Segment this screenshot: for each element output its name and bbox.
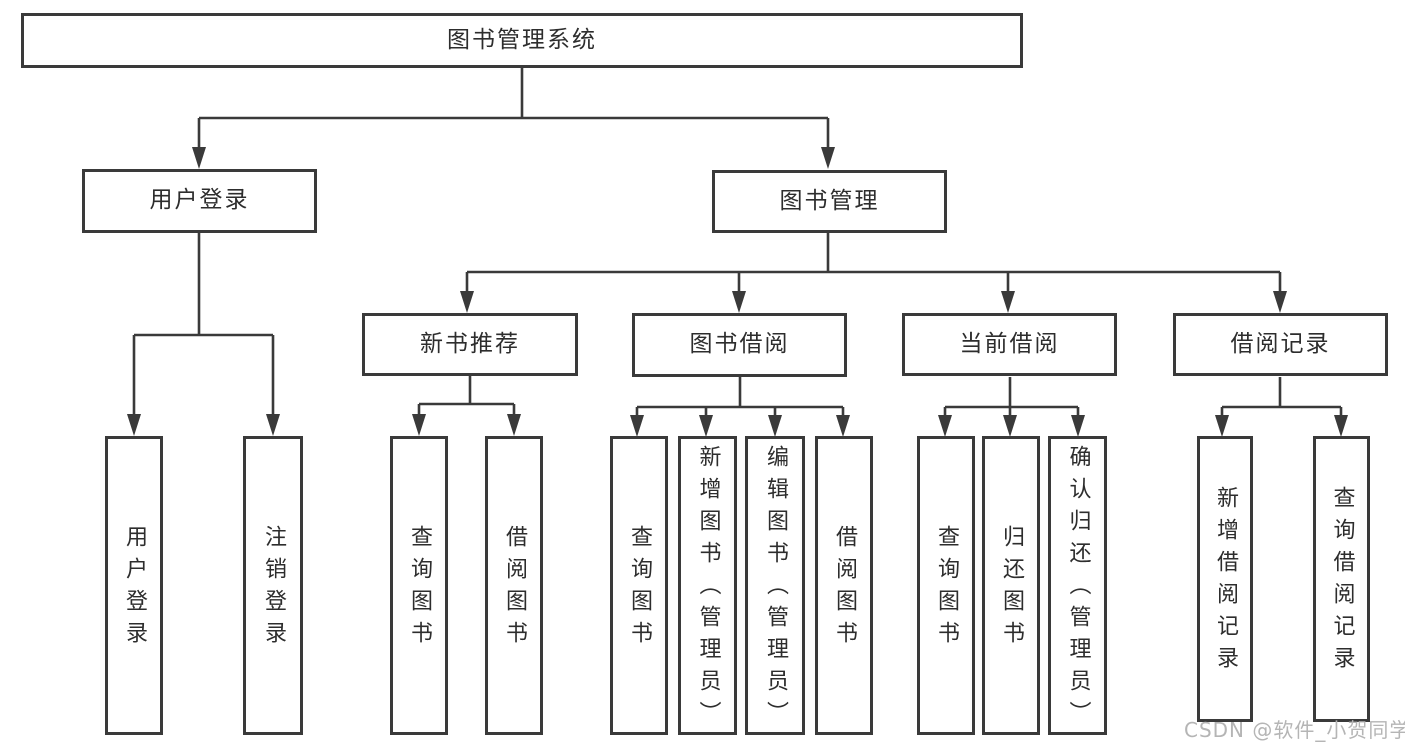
node-user-login: 用户登录 — [82, 169, 317, 233]
leaf-edit-book-admin: 编辑图书（管理员） — [745, 436, 805, 735]
leaf-logout: 注销登录 — [243, 436, 303, 735]
leaf-query-book-borrowing: 查询图书 — [610, 436, 668, 735]
leaf-confirm-return-admin: 确认归还（管理员） — [1048, 436, 1107, 735]
leaf-borrow-book-recommend: 借阅图书 — [485, 436, 543, 735]
connector-lines — [132, 68, 1343, 417]
node-root-system: 图书管理系统 — [21, 13, 1023, 68]
node-book-borrowing: 图书借阅 — [632, 313, 847, 377]
node-current-borrowing: 当前借阅 — [902, 313, 1117, 376]
leaf-user-login: 用户登录 — [105, 436, 163, 735]
leaf-add-borrow-record: 新增借阅记录 — [1197, 436, 1253, 722]
leaf-borrow-book: 借阅图书 — [815, 436, 873, 735]
leaf-query-borrow-record: 查询借阅记录 — [1313, 436, 1370, 722]
leaf-query-book-current: 查询图书 — [917, 436, 975, 735]
node-borrowing-records: 借阅记录 — [1173, 313, 1388, 376]
csdn-watermark: CSDN @软件_小贺同学 — [1184, 718, 1405, 742]
node-book-management: 图书管理 — [712, 170, 947, 233]
node-new-book-recommend: 新书推荐 — [362, 313, 578, 376]
leaf-add-book-admin: 新增图书（管理员） — [678, 436, 737, 735]
arrowhead-icons — [127, 147, 1348, 437]
leaf-return-book: 归还图书 — [982, 436, 1040, 735]
leaf-query-book-recommend: 查询图书 — [390, 436, 448, 735]
